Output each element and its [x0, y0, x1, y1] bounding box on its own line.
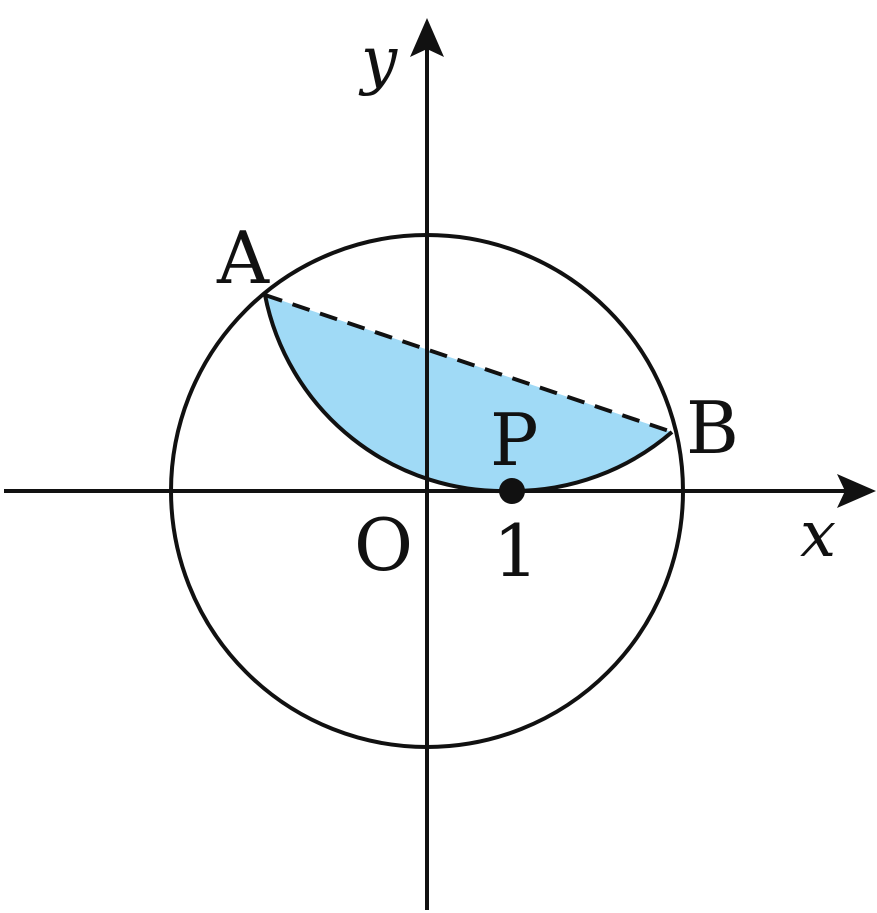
point-b-label: B: [686, 386, 739, 470]
arc-apb: [263, 294, 674, 494]
x-axis-label: x: [800, 498, 836, 572]
chord-ab: [264, 293, 673, 434]
dark-shaded-region: [265, 295, 672, 492]
x-axis-arrow: [837, 474, 876, 508]
tick-label-one: 1: [493, 509, 539, 593]
point-a-label: A: [216, 216, 270, 300]
point-p-dot: [499, 478, 525, 504]
point-p-label: P: [490, 398, 538, 482]
y-axis-label: y: [358, 24, 398, 98]
origin-label: O: [354, 503, 413, 587]
y-axis-arrow: [410, 18, 444, 57]
